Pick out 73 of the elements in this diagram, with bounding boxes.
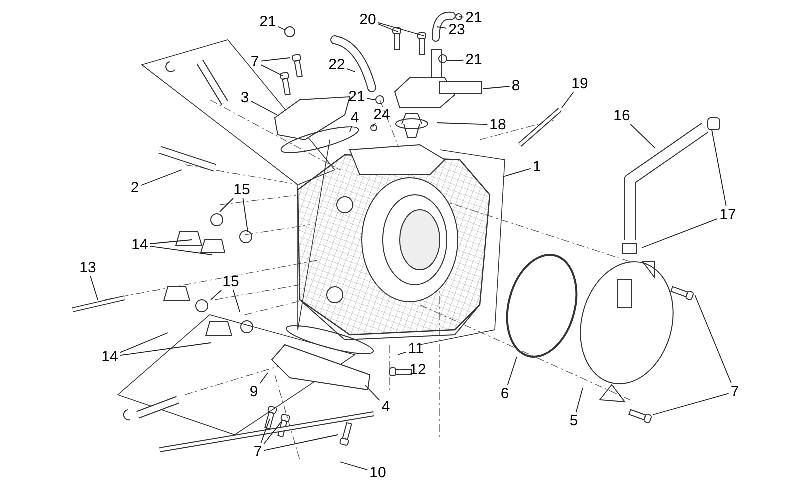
callout-number: 15: [232, 182, 252, 198]
leader-line: [378, 24, 398, 32]
callout-number: 7: [252, 444, 264, 460]
callout-number: 4: [380, 400, 392, 414]
leader-line: [250, 100, 278, 116]
callout-number: 21: [348, 90, 366, 104]
callout-number: 19: [570, 76, 590, 92]
leader-line: [346, 68, 356, 72]
leader-line: [436, 26, 448, 29]
callout-number: 8: [510, 78, 522, 94]
leader-line: [694, 294, 732, 384]
leader-line: [372, 123, 376, 128]
callout-number: 21: [464, 10, 484, 26]
callout-number: 6: [500, 386, 510, 402]
leader-line: [264, 434, 338, 452]
leader-line: [436, 122, 488, 126]
callout-number: 20: [358, 12, 378, 28]
callout-number: 18: [488, 118, 508, 132]
leader-line: [210, 290, 222, 300]
callout-number: 12: [408, 362, 428, 378]
leader-line: [366, 98, 376, 100]
leader-line: [482, 86, 510, 90]
leader-line: [712, 130, 727, 207]
callout-number: 14: [100, 350, 120, 364]
leader-line: [140, 170, 182, 186]
leader-line: [340, 462, 368, 470]
leader-line: [446, 60, 464, 62]
leader-line: [364, 384, 380, 401]
leader-line: [264, 420, 284, 445]
callout-number: 7: [250, 54, 260, 70]
callout-number: 24: [372, 108, 392, 122]
leader-line: [150, 246, 212, 256]
leader-line: [260, 58, 290, 62]
leader-line: [350, 126, 352, 132]
leader-line: [120, 332, 168, 354]
callout-number: 22: [328, 58, 346, 72]
leader-line: [562, 92, 574, 108]
callout-number: 17: [718, 208, 738, 222]
leader-line: [233, 290, 240, 312]
leader-line: [90, 276, 98, 300]
callout-number: 7: [730, 384, 740, 400]
leader-line: [242, 198, 248, 232]
leader-line: [278, 26, 286, 30]
leader-line: [652, 393, 730, 416]
leader-line: [398, 352, 407, 356]
leader-line: [220, 198, 234, 212]
callout-number: 14: [130, 238, 150, 252]
callout-number: 16: [612, 108, 632, 124]
leader-line: [642, 218, 718, 248]
leader-line: [120, 342, 212, 356]
leader-line: [378, 22, 424, 36]
callout-number: 3: [240, 90, 250, 106]
callout-number: 10: [368, 466, 388, 480]
callout-number: 2: [130, 180, 140, 196]
callout-number: 9: [248, 384, 260, 400]
callout-number: 1: [532, 160, 542, 174]
callout-number: 11: [407, 342, 425, 356]
callout-number: 21: [258, 14, 278, 30]
callout-number: 21: [464, 52, 484, 68]
leader-line: [260, 418, 270, 444]
leader-line: [630, 124, 656, 148]
callout-number: 4: [350, 110, 360, 126]
leader-line: [576, 388, 584, 413]
leader-line: [150, 240, 192, 244]
leader-line: [502, 168, 532, 178]
callout-number: 15: [222, 274, 240, 290]
leader-line: [507, 356, 518, 386]
callout-number: 23: [448, 22, 466, 38]
leader-line: [260, 372, 268, 384]
leader-line: [260, 64, 284, 76]
callout-number: 13: [78, 260, 98, 276]
leader-line: [458, 16, 464, 18]
callout-number: 5: [568, 414, 580, 428]
